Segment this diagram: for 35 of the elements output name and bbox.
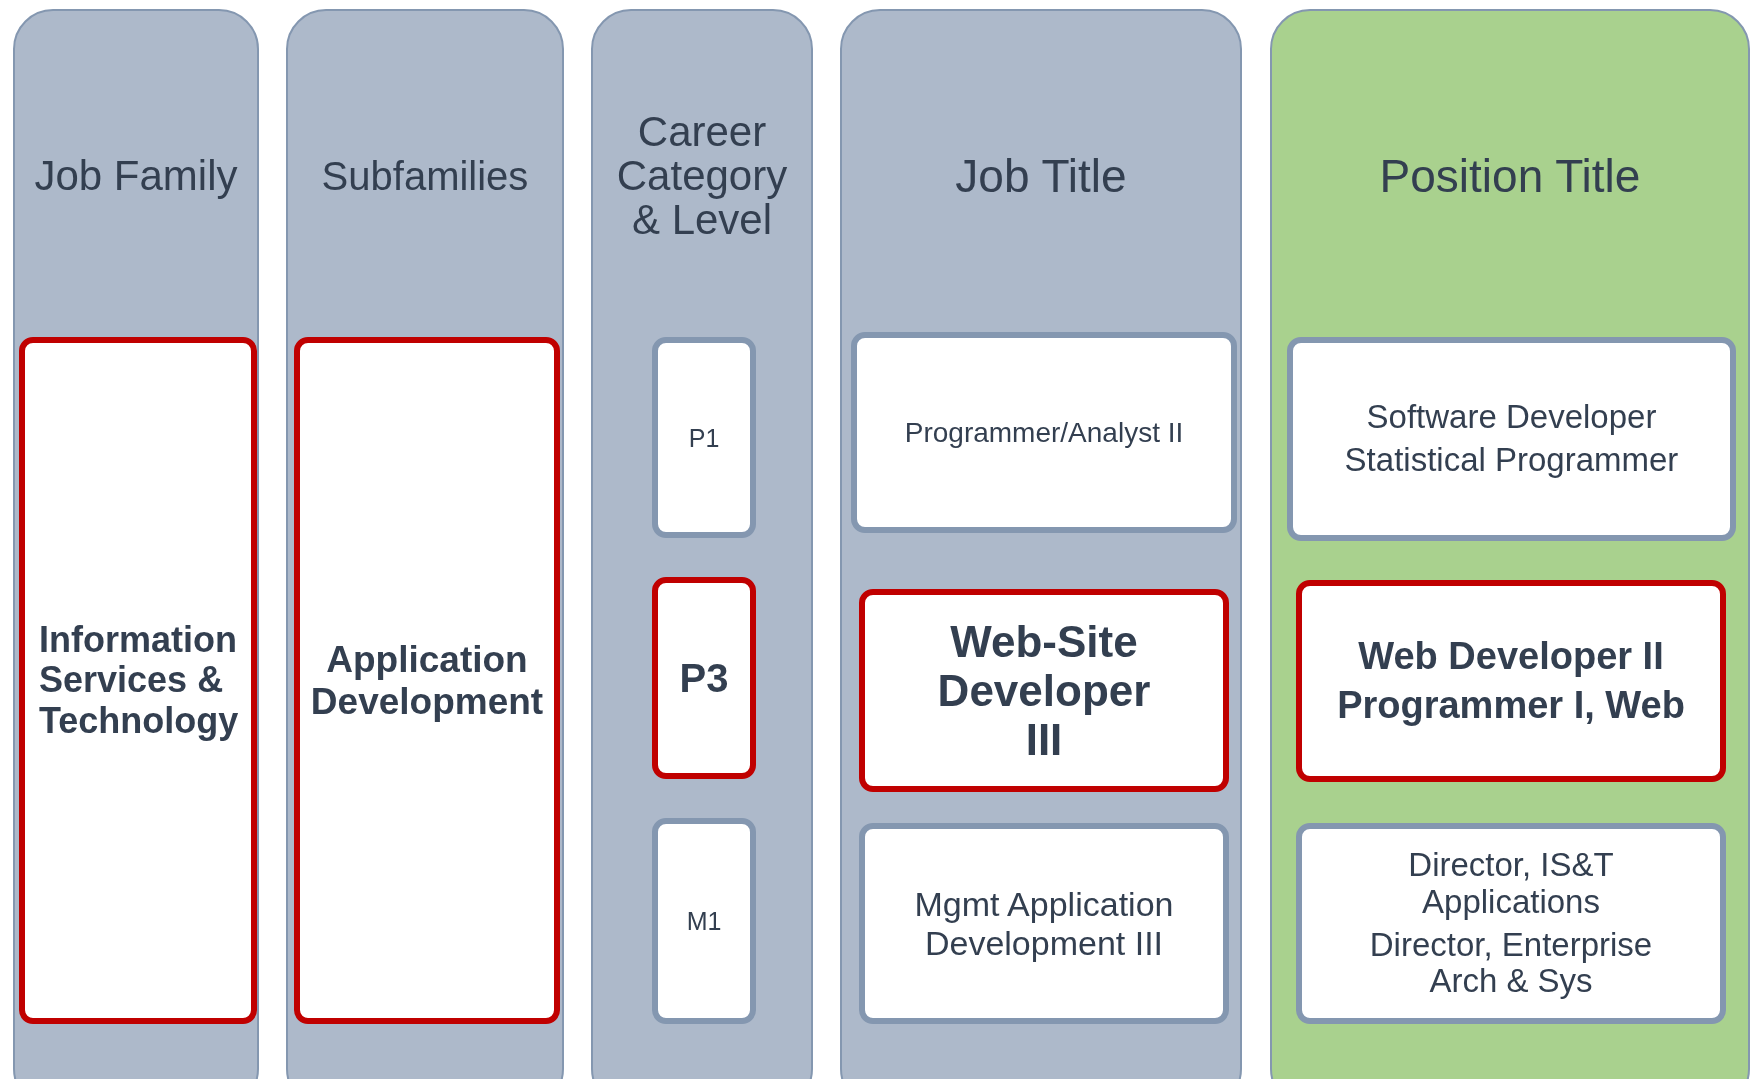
column-heading: Job Family — [34, 153, 238, 199]
highlighted-box — [859, 589, 1229, 792]
box-text: P3 — [679, 655, 729, 701]
box-text: Web-Site Developer III — [936, 616, 1152, 765]
column-heading: Subfamilies — [321, 155, 529, 197]
column-panel — [286, 9, 564, 1079]
level-box — [652, 337, 756, 538]
highlighted-box — [652, 577, 756, 779]
level-box — [1287, 337, 1736, 541]
box-text: M1 — [686, 907, 722, 935]
column-heading: Job Title — [955, 151, 1127, 201]
highlighted-box — [19, 337, 257, 1024]
level-box — [851, 332, 1237, 533]
column-panel — [1270, 9, 1750, 1079]
column-panel — [840, 9, 1242, 1079]
column-panel — [591, 9, 813, 1079]
column-heading: Career Category & Level — [615, 109, 789, 243]
box-text: Software Developer — [1366, 399, 1657, 436]
column-heading: Position Title — [1379, 151, 1641, 201]
highlighted-box — [1296, 580, 1726, 782]
box-text: P1 — [688, 423, 720, 452]
highlighted-box — [294, 337, 560, 1024]
box-text: Statistical Programmer — [1344, 442, 1679, 479]
box-text: Web Developer II — [1358, 635, 1664, 678]
box-text: Programmer/Analyst II — [904, 416, 1184, 449]
box-text: Information Services & Technology — [38, 620, 240, 741]
box-text: Director, Enterprise Arch & Sys — [1368, 926, 1654, 1001]
box-text: Director, IS&T Applications — [1407, 846, 1615, 921]
level-box — [652, 818, 756, 1024]
column-panel — [13, 9, 259, 1079]
box-text: Programmer I, Web — [1337, 684, 1685, 727]
level-box — [859, 823, 1229, 1024]
box-text: Application Development — [309, 639, 545, 722]
box-text: Mgmt Application Development III — [913, 885, 1175, 962]
level-box — [1296, 823, 1726, 1024]
